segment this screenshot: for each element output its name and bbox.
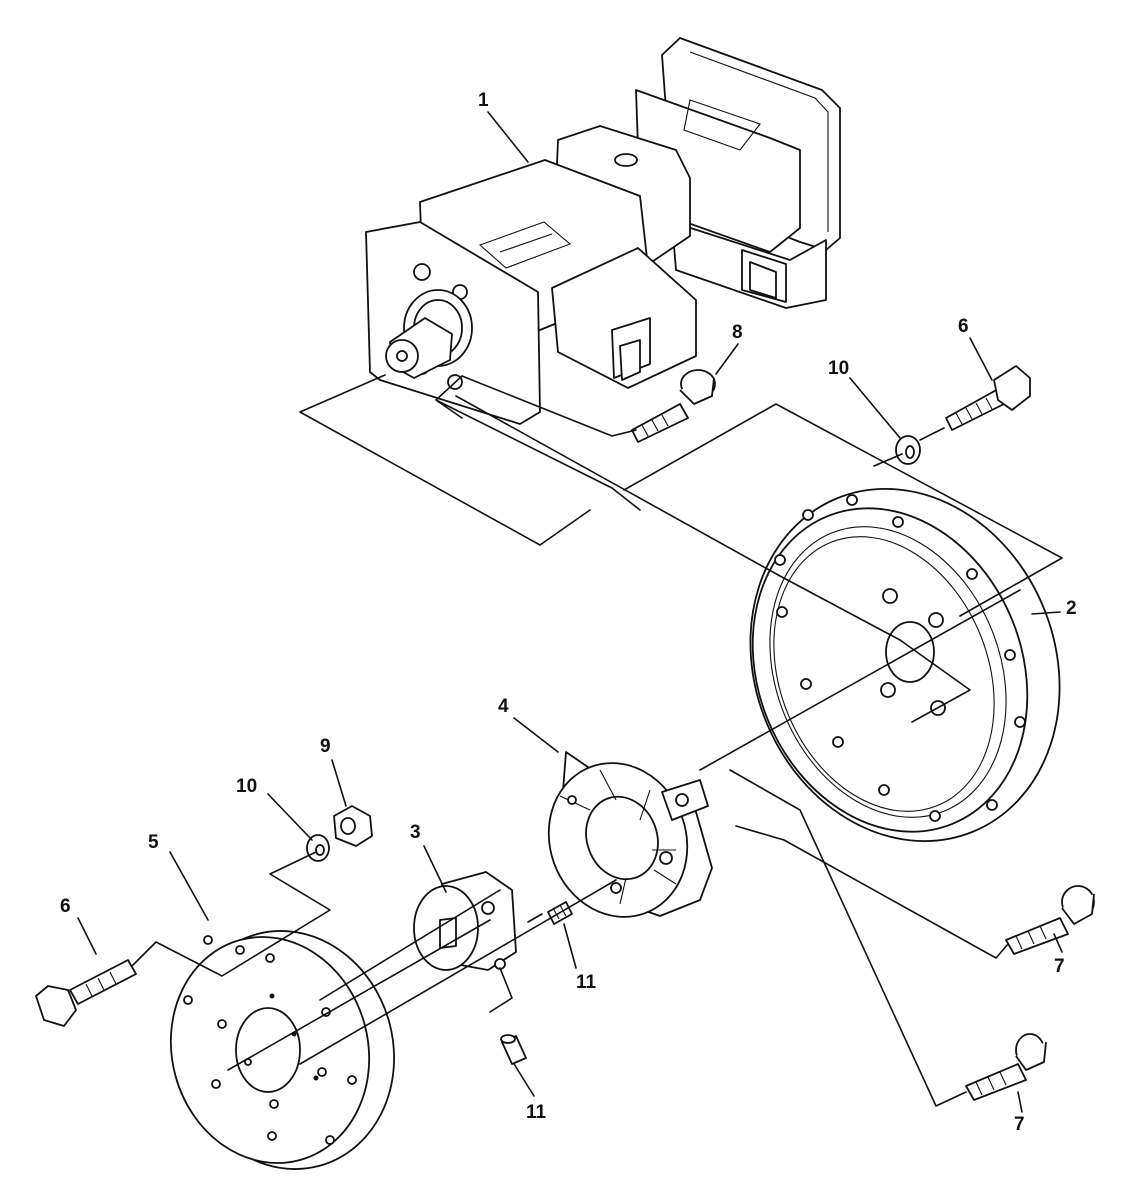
pump-assembly — [365, 37, 841, 425]
callout-2: 2 — [1066, 598, 1077, 619]
callout-6-bottom: 6 — [60, 896, 71, 917]
callout-11-key: 11 — [576, 972, 597, 993]
assembly-lines — [131, 374, 1063, 1107]
callout-4: 4 — [498, 696, 509, 717]
set-pin-11 — [500, 1034, 527, 1065]
flexible-coupling-4 — [547, 751, 713, 918]
socket-cap-screw-7-upper — [1005, 885, 1095, 955]
callout-labels: 1 2 3 4 5 6 6 7 7 8 9 10 10 11 11 — [60, 90, 1077, 1135]
hex-bolt-6-top — [945, 365, 1031, 431]
callout-8: 8 — [732, 322, 743, 343]
socket-cap-screw-8 — [631, 369, 716, 443]
nut-9 — [333, 805, 373, 847]
callout-10-top: 10 — [828, 358, 849, 379]
callout-5: 5 — [148, 832, 159, 853]
callout-3: 3 — [410, 822, 421, 843]
callout-leaders — [77, 111, 1063, 1113]
washer-10-top — [895, 435, 921, 465]
callout-7-lower: 7 — [1014, 1114, 1025, 1135]
callout-7-upper: 7 — [1054, 956, 1065, 977]
callout-1: 1 — [478, 90, 489, 111]
hex-bolt-6-bottom — [35, 959, 137, 1027]
callout-6-top: 6 — [958, 316, 969, 337]
coupling-hub-3 — [413, 871, 517, 971]
socket-cap-screw-7-lower — [965, 1033, 1047, 1101]
callout-10-bottom: 10 — [236, 776, 257, 797]
callout-9: 9 — [320, 736, 331, 757]
adapter-flange-2 — [749, 488, 1061, 842]
drive-plate-5 — [169, 930, 395, 1170]
callout-11-pin: 11 — [526, 1102, 547, 1123]
